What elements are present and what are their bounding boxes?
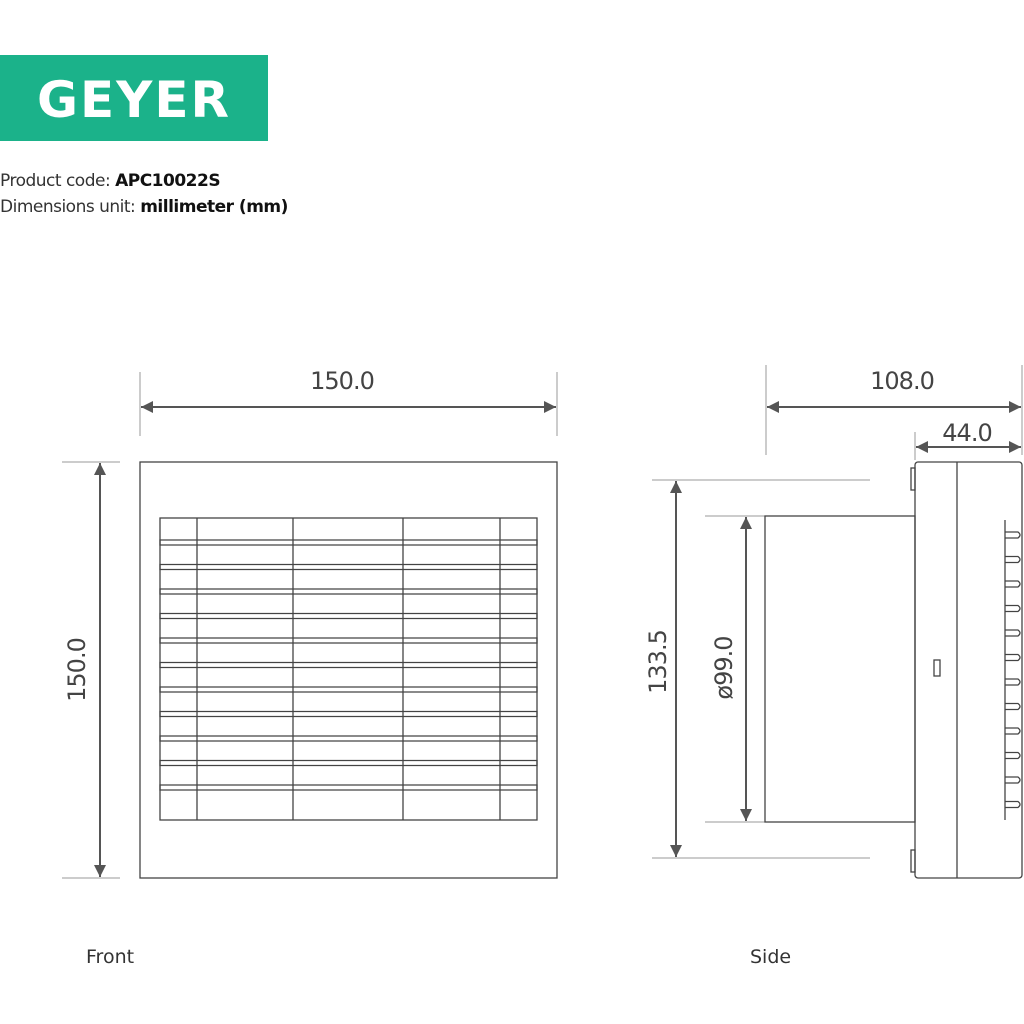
logo-wordmark: GEYER [37,71,231,129]
grille-fin [1005,727,1021,735]
louvre-slat [159,686,538,693]
duct-diameter-label: ø99.0 [710,636,738,699]
grille-fin [1005,604,1021,613]
front-caption: Front [86,946,135,968]
unit-line: Dimensions unit: millimeter (mm) [0,197,288,217]
extension-lines [62,365,1023,879]
grille-fin [1005,555,1021,564]
geyer-logo: GEYER [0,55,268,141]
grille-fin [1005,653,1021,662]
product-code-line: Product code: APC10022S [0,171,221,191]
grille-fin [1005,629,1021,637]
grille-fin [1005,751,1021,760]
louvre-slat [159,784,538,791]
product-code-value: APC10022S [115,171,221,191]
louvre-slat [159,612,538,620]
louvre-slat [159,539,538,546]
grille-fin [1005,678,1021,686]
louvre-slat [159,735,538,742]
grille-fin [1005,800,1021,809]
unit-label: Dimensions unit: [0,197,136,217]
side-height-label: 133.5 [644,630,672,694]
grille-fin [1005,531,1021,539]
louvre-slat [159,710,538,718]
svg-text:GEYER: GEYER [37,71,231,129]
side-depth-label: 108.0 [870,367,934,395]
side-caption: Side [750,946,792,968]
louvre-slat [159,637,538,644]
louvre-slat [159,759,538,767]
front-width-label: 150.0 [310,367,374,395]
grille-fin [1005,580,1021,588]
louvre-slat [159,563,538,571]
side-view [764,461,1023,879]
body-depth-label: 44.0 [942,419,991,447]
grille-fin [1005,776,1021,784]
louvre-slat [159,661,538,669]
front-height-label: 150.0 [63,638,91,702]
product-code-label: Product code: [0,171,111,191]
louvre-slat [159,588,538,595]
front-view [139,461,558,879]
dimension-arrows [94,401,1021,877]
unit-value: millimeter (mm) [140,197,288,217]
grille-fin [1005,702,1021,711]
